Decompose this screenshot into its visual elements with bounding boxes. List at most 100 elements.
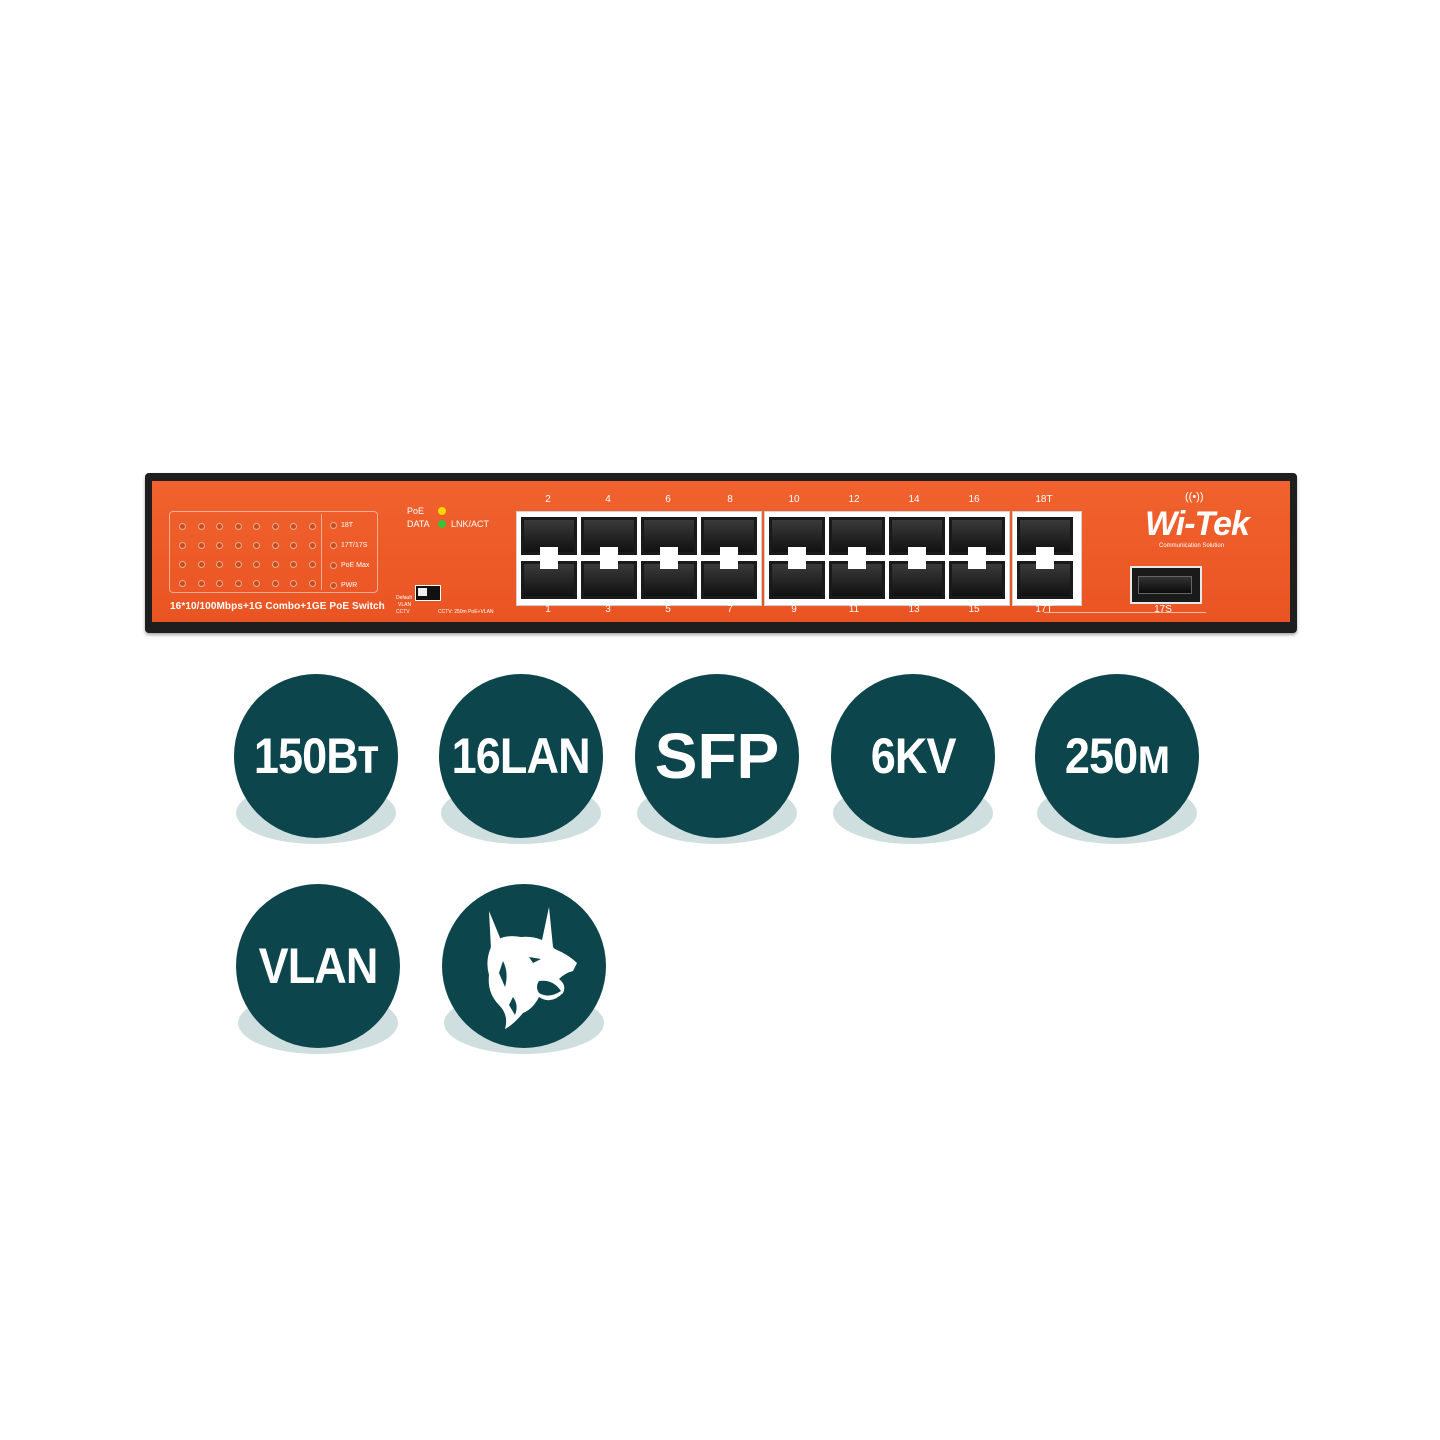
port-led-dot <box>197 542 205 549</box>
top-port-number: 12 <box>848 494 860 505</box>
port-led-dot <box>179 580 186 587</box>
port-led-dot <box>234 542 242 549</box>
port-led-dot <box>271 561 279 568</box>
port-led-dot <box>308 561 316 568</box>
sfp-port[interactable] <box>1130 566 1202 604</box>
badge-circle: SFP <box>635 674 799 838</box>
led-dot <box>330 582 337 589</box>
top-port-number: 10 <box>788 494 800 505</box>
port-led-dot <box>271 523 279 530</box>
badge-circle: 6KV <box>831 674 995 838</box>
watchdog-icon <box>487 907 577 1029</box>
mode-dip-switch[interactable] <box>415 585 441 601</box>
switch-front-panel: 18T 17T/17S PoE Max PWR 16*10/100Mbps+1G… <box>152 481 1290 622</box>
feature-badge-surge: 6KV <box>829 674 997 854</box>
port-led-dot <box>216 542 223 549</box>
rj45-port[interactable] <box>701 517 757 555</box>
legend-row-poe-max: PoE Max <box>330 562 369 569</box>
rj45-port[interactable] <box>581 517 637 555</box>
port-led-dot <box>234 523 242 530</box>
wi-tek-logo: ((•)) Wi-Tek Communication Solution <box>1145 491 1265 551</box>
top-port-number: 4 <box>605 494 611 505</box>
rj45-port[interactable] <box>641 561 697 599</box>
rj45-port[interactable] <box>521 517 577 555</box>
bottom-port-number: 17T <box>1035 604 1053 615</box>
port-led-dot <box>197 561 205 568</box>
rj45-port[interactable] <box>829 561 885 599</box>
led-dot <box>330 522 337 529</box>
badge-circle: VLAN <box>236 884 400 1048</box>
port-led-dot <box>197 523 205 530</box>
feature-badge-watchdog <box>440 884 608 1064</box>
legend-label: 17T/17S <box>341 542 368 549</box>
bottom-port-number: 15 <box>968 604 980 615</box>
feature-badge-power: 150Вт <box>232 674 400 854</box>
led-dot <box>330 542 337 549</box>
port-led-dot <box>216 523 223 530</box>
rj45-port[interactable] <box>641 517 697 555</box>
rj45-port[interactable] <box>769 561 825 599</box>
poe-led-icon <box>438 507 446 515</box>
led-panel-divider <box>321 514 322 590</box>
rj45-port[interactable] <box>1017 561 1073 599</box>
port-led-dot <box>308 523 316 530</box>
badge-label: SFP <box>654 720 780 792</box>
port-led-dot <box>290 580 297 587</box>
top-port-number: 14 <box>908 494 920 505</box>
feature-badge-distance: 250м <box>1033 674 1201 854</box>
top-port-number: 18T <box>1035 494 1053 505</box>
rj45-port[interactable] <box>949 561 1005 599</box>
badge-circle: 150Вт <box>234 674 398 838</box>
legend-label: PWR <box>341 582 358 589</box>
badge-label: VLAN <box>258 938 379 994</box>
logo-tagline: Communication Solution <box>1159 543 1225 549</box>
port-led-dot <box>290 542 297 549</box>
rj45-port[interactable] <box>581 561 637 599</box>
badge-label: 250м <box>1064 728 1171 784</box>
port-group-combo <box>1012 511 1082 606</box>
status-led-key: PoE DATA LNK/ACT <box>407 506 517 536</box>
rj45-port[interactable] <box>829 517 885 555</box>
top-port-number: 6 <box>665 494 671 505</box>
lnk-act-key-label: LNK/ACT <box>451 519 490 529</box>
badge-circle: 250м <box>1035 674 1199 838</box>
port-led-dot <box>271 542 279 549</box>
legend-label: PoE Max <box>341 562 370 569</box>
legend-row-18t: 18T <box>330 522 353 529</box>
port-group-9-16 <box>764 511 1010 606</box>
legend-row-pwr: PWR <box>330 582 357 589</box>
legend-row-17t-17s: 17T/17S <box>330 542 367 549</box>
port-led-dot <box>197 580 205 587</box>
feature-badge-lan: 16LAN <box>437 674 605 854</box>
port-led-dot <box>308 542 316 549</box>
rj45-port[interactable] <box>889 517 945 555</box>
bottom-port-number: 1 <box>545 604 551 615</box>
port-group-1-8 <box>516 511 762 606</box>
port-led-grid <box>173 514 318 590</box>
bottom-port-number: 7 <box>727 604 733 615</box>
dip-switch-knob[interactable] <box>418 588 427 596</box>
logo-wordmark: Wi-Tek <box>1145 505 1250 543</box>
rj45-port[interactable] <box>701 561 757 599</box>
dip-label-vlan: VLAN <box>398 602 412 608</box>
bottom-port-number: 11 <box>848 604 860 615</box>
port-led-dot <box>253 561 260 568</box>
port-led-dot <box>179 523 186 530</box>
rj45-port[interactable] <box>769 517 825 555</box>
port-led-dot <box>308 580 316 587</box>
badge-label: 6KV <box>870 728 957 784</box>
rj45-port[interactable] <box>1017 517 1073 555</box>
legend-label: 18T <box>341 522 354 529</box>
rj45-port[interactable] <box>949 517 1005 555</box>
lnk-act-led-icon <box>438 520 446 528</box>
rj45-port[interactable] <box>889 561 945 599</box>
port-led-dot <box>290 523 297 530</box>
bottom-port-number: 5 <box>665 604 671 615</box>
feature-badge-vlan: VLAN <box>234 884 402 1064</box>
port-led-dot <box>253 542 260 549</box>
bottom-port-number: 3 <box>605 604 611 615</box>
badge-label: 16LAN <box>451 728 591 784</box>
rj45-port[interactable] <box>521 561 577 599</box>
port-led-dot <box>216 580 223 587</box>
poe-key-label: PoE <box>407 506 425 516</box>
